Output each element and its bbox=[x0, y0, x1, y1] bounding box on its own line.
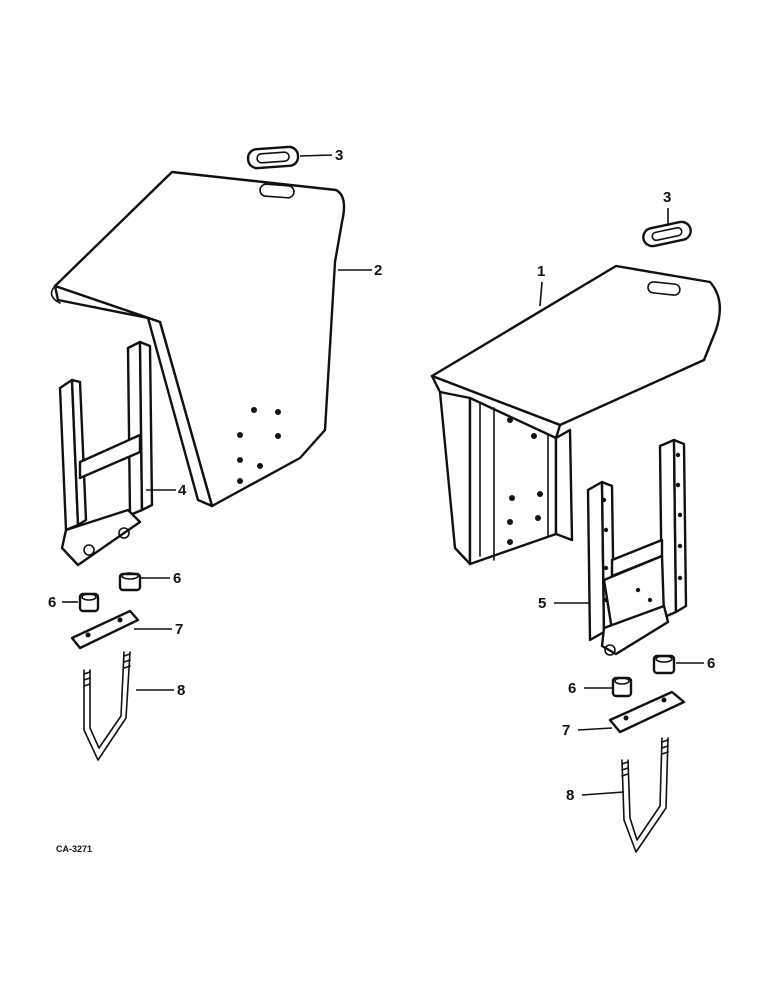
callout-ubolt-left: 8 bbox=[177, 682, 185, 699]
bracket-right-holes bbox=[601, 452, 683, 603]
nut-left-a bbox=[118, 572, 142, 592]
callout-ubolt-right: 8 bbox=[566, 787, 574, 804]
drawing-code: CA-3271 bbox=[56, 844, 92, 854]
nut-left-b bbox=[78, 592, 100, 613]
grommet-right bbox=[642, 220, 692, 248]
plate-right bbox=[608, 690, 686, 734]
bracket-right bbox=[586, 438, 688, 656]
callout-plate-left: 7 bbox=[175, 621, 183, 638]
callout-nut-left-b: 6 bbox=[48, 594, 56, 611]
callout-grommet-right: 3 bbox=[663, 189, 671, 206]
fender-right-bolt-holes bbox=[507, 417, 543, 545]
callout-nut-left-a: 6 bbox=[173, 570, 181, 587]
callout-fender-left: 2 bbox=[374, 262, 382, 279]
plate-left bbox=[70, 609, 140, 650]
callout-plate-right: 7 bbox=[562, 722, 570, 739]
callout-bracket-right: 5 bbox=[538, 595, 546, 612]
callout-fender-right: 1 bbox=[537, 263, 545, 280]
grommet-left bbox=[246, 145, 300, 170]
callout-bracket-left: 4 bbox=[178, 482, 187, 499]
ubolt-left bbox=[83, 651, 131, 761]
leader-lines bbox=[62, 154, 704, 796]
ubolt-right bbox=[621, 737, 669, 853]
bracket-left bbox=[58, 340, 154, 567]
nut-right-a bbox=[652, 654, 676, 675]
callout-nut-right-b: 6 bbox=[568, 680, 576, 697]
callout-nut-right-a: 6 bbox=[707, 655, 715, 672]
callout-grommet-left: 3 bbox=[335, 147, 343, 164]
fender-left bbox=[50, 170, 346, 508]
fender-right bbox=[430, 264, 722, 566]
nut-right-b bbox=[611, 676, 633, 698]
fender-left-bolt-holes bbox=[237, 407, 281, 484]
